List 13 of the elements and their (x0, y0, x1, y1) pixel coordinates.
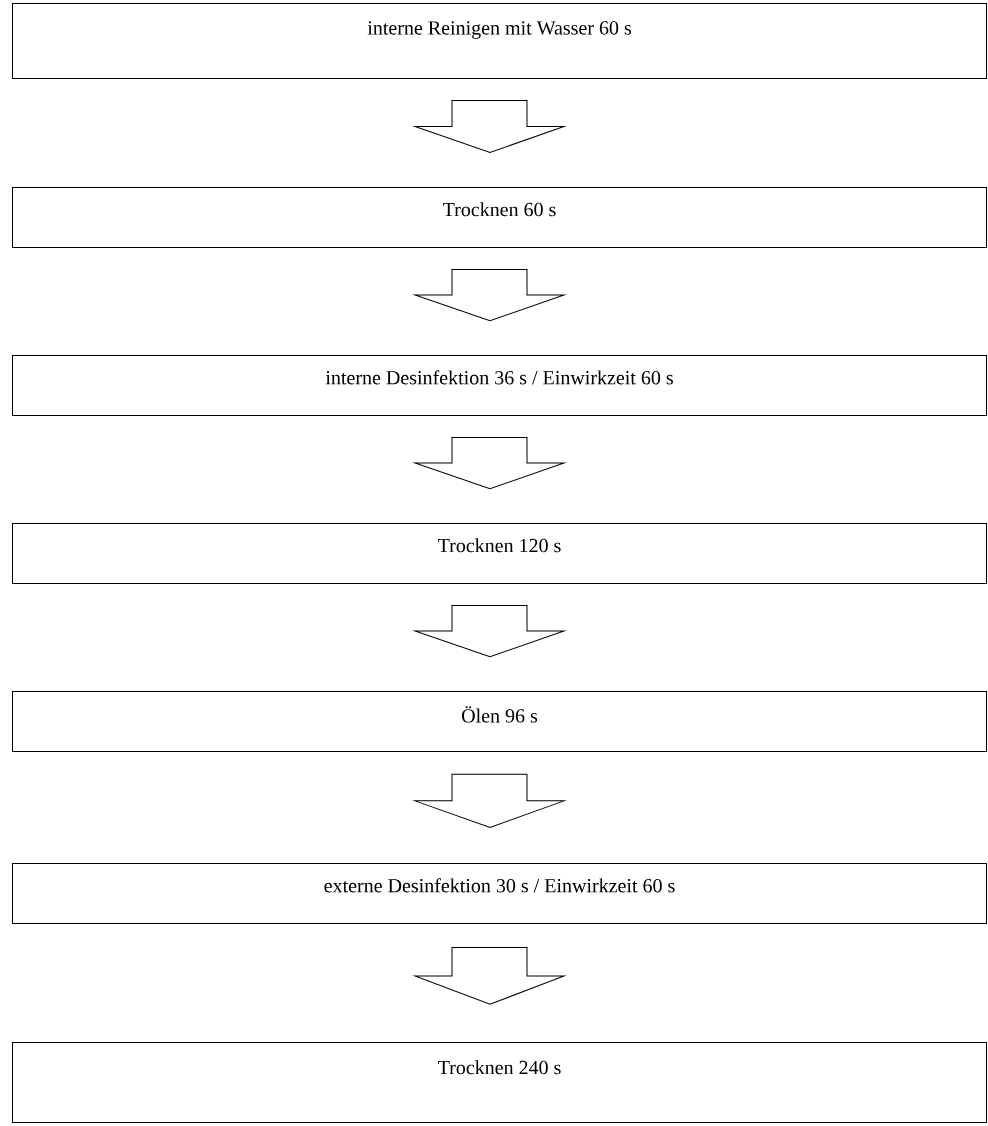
process-box: interne Desinfektion 36 s / Einwirkzeit 60 s (12, 355, 987, 416)
process-box: interne Reinigen mit Wasser 60 s (12, 3, 987, 79)
process-box: Trocknen 240 s (12, 1042, 987, 1123)
process-box: Ölen 96 s (12, 691, 987, 752)
block-arrow (414, 436, 565, 490)
block-arrow (414, 773, 565, 828)
block-arrow (414, 947, 565, 1005)
block-arrow (414, 268, 565, 322)
block-arrow (414, 100, 565, 153)
block-arrow (414, 604, 565, 658)
process-box: Trocknen 60 s (12, 187, 987, 248)
process-box: Trocknen 120 s (12, 523, 987, 584)
process-box: externe Desinfektion 30 s / Einwirkzeit 60 s (12, 863, 987, 924)
